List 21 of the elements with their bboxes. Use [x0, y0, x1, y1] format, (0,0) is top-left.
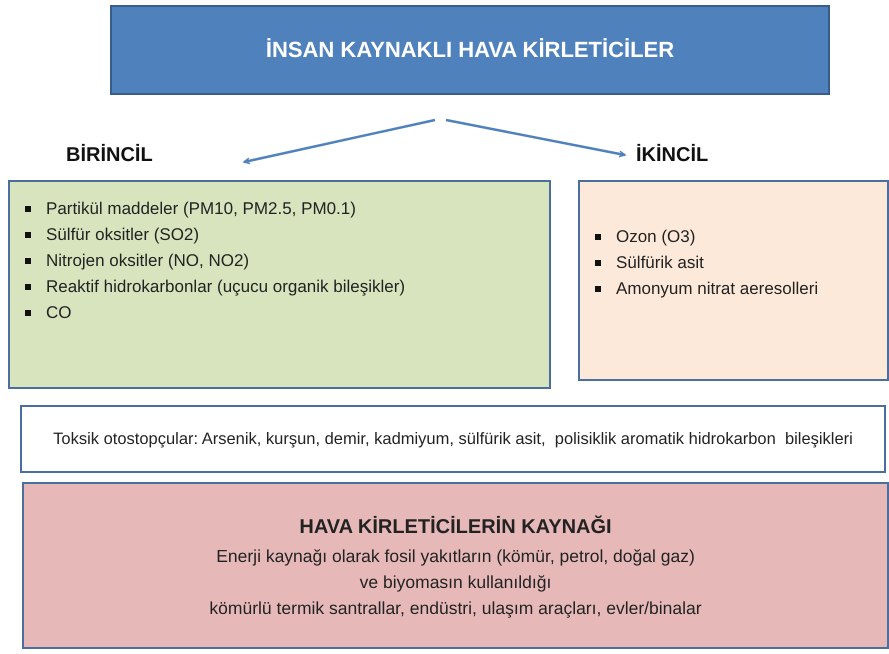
section-heading: HAVA KİRLETİCİLERİN KAYNAĞI: [299, 514, 612, 540]
list-item: Partikül maddeler (PM10, PM2.5, PM0.1): [16, 196, 476, 222]
description-line: kömürlü termik santrallar, endüstri, ulaşım araçları, evler/binalar: [209, 596, 702, 620]
description-line: ve biyomasın kullanıldığı: [360, 570, 552, 594]
list-item: Sülfürik asit: [586, 250, 836, 276]
description-line: Enerji kaynağı olarak fosil yakıtların (kömür, petrol, doğal gaz): [216, 544, 695, 568]
list-item: Ozon (O3): [586, 224, 836, 250]
arrow: [446, 118, 626, 158]
category-heading: İKİNCİL: [636, 144, 708, 167]
title-box: [110, 5, 830, 95]
list-item: CO: [16, 300, 476, 326]
list-item: Reaktif hidrokarbonlar (uçucu organik bileşikler): [16, 274, 476, 300]
arrow: [243, 118, 436, 164]
list-item: Sülfür oksitler (SO2): [16, 222, 476, 248]
note-box: [20, 405, 886, 473]
list-item: Amonyum nitrat aeresolleri: [586, 276, 836, 302]
note-text: Toksik otostopçular: Arsenik, kurşun, demir, kadmiyum, sülfürik asit, polisiklik aromatik hidrokarbon bileşikleri: [53, 429, 853, 450]
source-box: [22, 482, 889, 649]
list-item: Nitrojen oksitler (NO, NO2): [16, 248, 476, 274]
category-heading: BİRİNCİL: [66, 144, 153, 167]
title-text: İNSAN KAYNAKLI HAVA KİRLETİCİLER: [266, 37, 674, 63]
